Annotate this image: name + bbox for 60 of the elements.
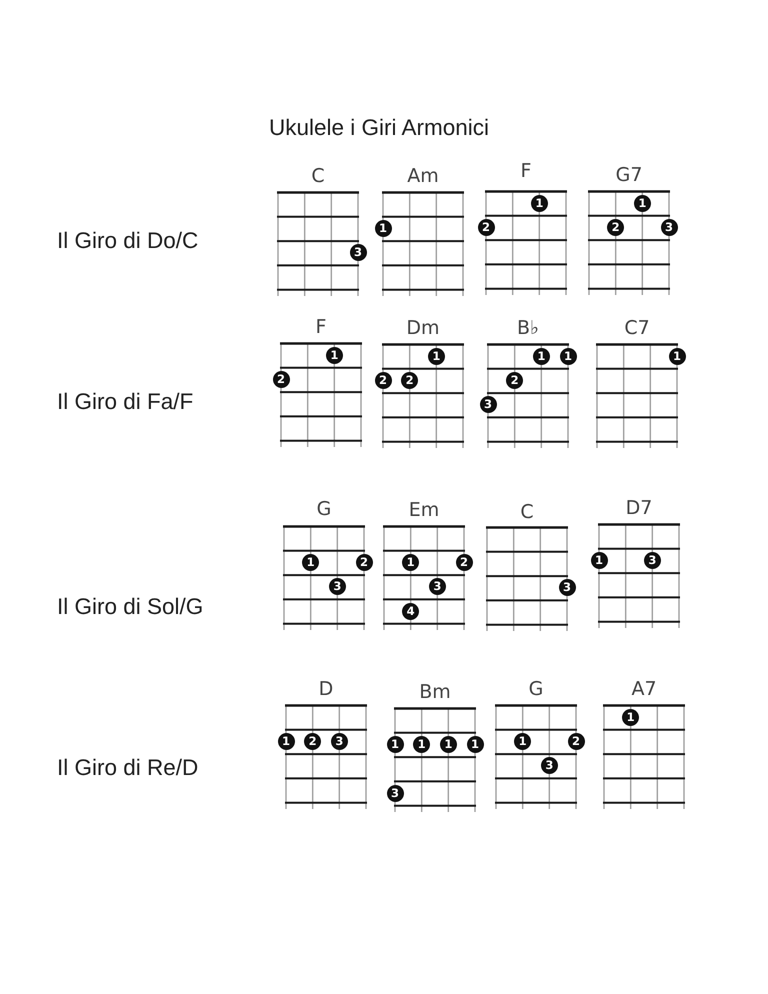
finger-dot: 3 [644,552,661,569]
finger-dot: 1 [428,348,445,365]
row-label: Il Giro di Do/C [57,228,198,254]
finger-dot: 3 [330,732,348,750]
chord-name: G [316,498,332,520]
finger-dot: 1 [326,346,343,364]
finger-dot: 3 [386,784,404,802]
finger-dot: 4 [402,602,420,620]
finger-dot: 2 [456,554,472,571]
chord-name: Em [408,499,440,521]
finger-dot: 3 [328,578,346,596]
row-label: Il Giro di Sol/G [57,594,204,620]
finger-dot: 1 [440,736,457,753]
finger-dot: 2 [568,732,584,750]
chord-name: A7 [631,678,657,700]
finger-dot: 1 [278,732,294,750]
finger-dot: 1 [374,220,392,237]
finger-dot: 1 [402,554,420,571]
finger-dot: 2 [374,372,392,389]
chord-name: B♭ [517,317,539,339]
finger-dot: 1 [386,736,404,753]
chord-name: C7 [624,317,650,339]
finger-dot: 2 [607,218,624,236]
finger-dot: 2 [478,218,494,236]
finger-dot: 2 [304,732,322,750]
finger-dot: 1 [622,708,640,726]
finger-dot: 2 [356,554,372,571]
chord-name: F [316,316,326,338]
chord-name: G7 [616,164,642,186]
chord-name: F [520,160,532,182]
chord-name: Dm [406,317,440,339]
finger-dot: 1 [514,732,532,750]
finger-dot: 3 [660,218,678,236]
finger-dot: 1 [413,736,430,753]
chord-name: C [520,501,534,523]
finger-dot: 1 [634,194,651,212]
finger-dot: 1 [560,348,576,365]
finger-dot: 3 [558,579,576,596]
row-label: Il Giro di Fa/F [57,389,194,415]
finger-dot: 3 [480,396,496,414]
finger-dot: 3 [428,578,446,596]
finger-dot: 1 [302,554,320,571]
finger-dot: 2 [506,372,524,389]
chord-name: C [311,165,325,187]
finger-dot: 3 [350,244,366,262]
finger-dot: 1 [532,348,550,365]
finger-dot: 1 [668,348,686,365]
finger-dot: 2 [272,370,290,388]
chord-name: Bm [419,681,451,703]
finger-dot: 1 [466,736,484,753]
chord-name: D [318,678,334,700]
chord-name: D7 [626,497,652,519]
finger-dot: 1 [530,194,548,212]
chord-name: Am [407,165,439,187]
finger-dot: 1 [590,552,608,569]
title: Ukulele i Giri Armonici [269,115,490,141]
chord-name: G [528,678,544,700]
finger-dot: 2 [401,372,418,389]
row-label: Il Giro di Re/D [57,755,198,781]
finger-dot: 3 [540,757,558,774]
